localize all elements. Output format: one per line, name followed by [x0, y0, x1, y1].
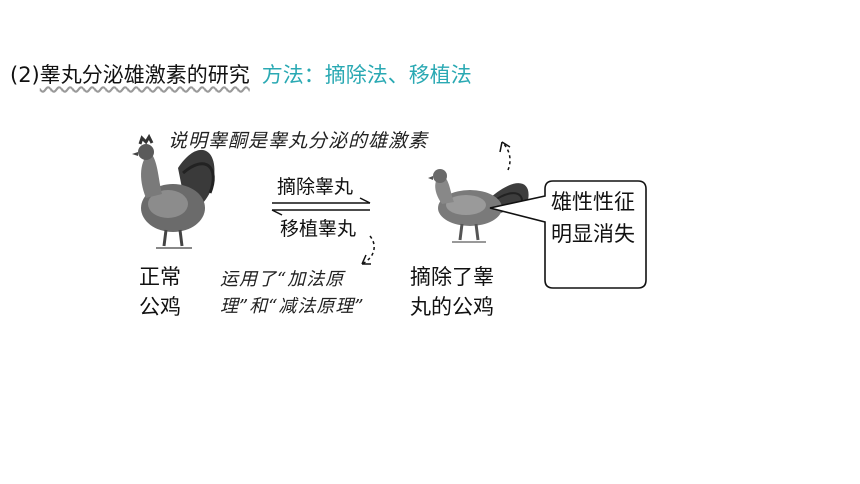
arrow-left — [271, 209, 370, 216]
callout-bubble — [489, 180, 647, 289]
note-mid-line2: 理”和“减法原理” — [220, 296, 365, 317]
callout-text: 雄性性征明显消失 — [551, 190, 635, 246]
handwritten-note-top: 说明睾酮是睾丸分泌的雄激素 — [168, 130, 429, 152]
arrow-right — [272, 197, 371, 204]
handwritten-note-mid: 运用了“加法原 理”和“减法原理” — [220, 266, 365, 320]
note-mid-line1: 运用了“加法原 — [220, 269, 345, 290]
arrow-label-transplant: 移植睾丸 — [280, 218, 357, 240]
dashed-arrow-top — [499, 141, 511, 171]
label-normal-rooster: 正常 公鸡 — [139, 265, 181, 319]
label-castrated-rooster: 摘除了睾 丸的公鸡 — [410, 265, 494, 319]
heading-method: 方法：摘除法、移植法 — [261, 63, 472, 87]
arrow-label-remove: 摘除睾丸 — [277, 176, 354, 198]
rooster-icon — [132, 133, 215, 249]
dashed-arrow-mid — [361, 235, 375, 265]
heading-topic: (2)睾丸分泌雄激素的研究 — [10, 63, 250, 87]
section-heading: (2)睾丸分泌雄激素的研究方法：摘除法、移植法 — [10, 60, 472, 90]
